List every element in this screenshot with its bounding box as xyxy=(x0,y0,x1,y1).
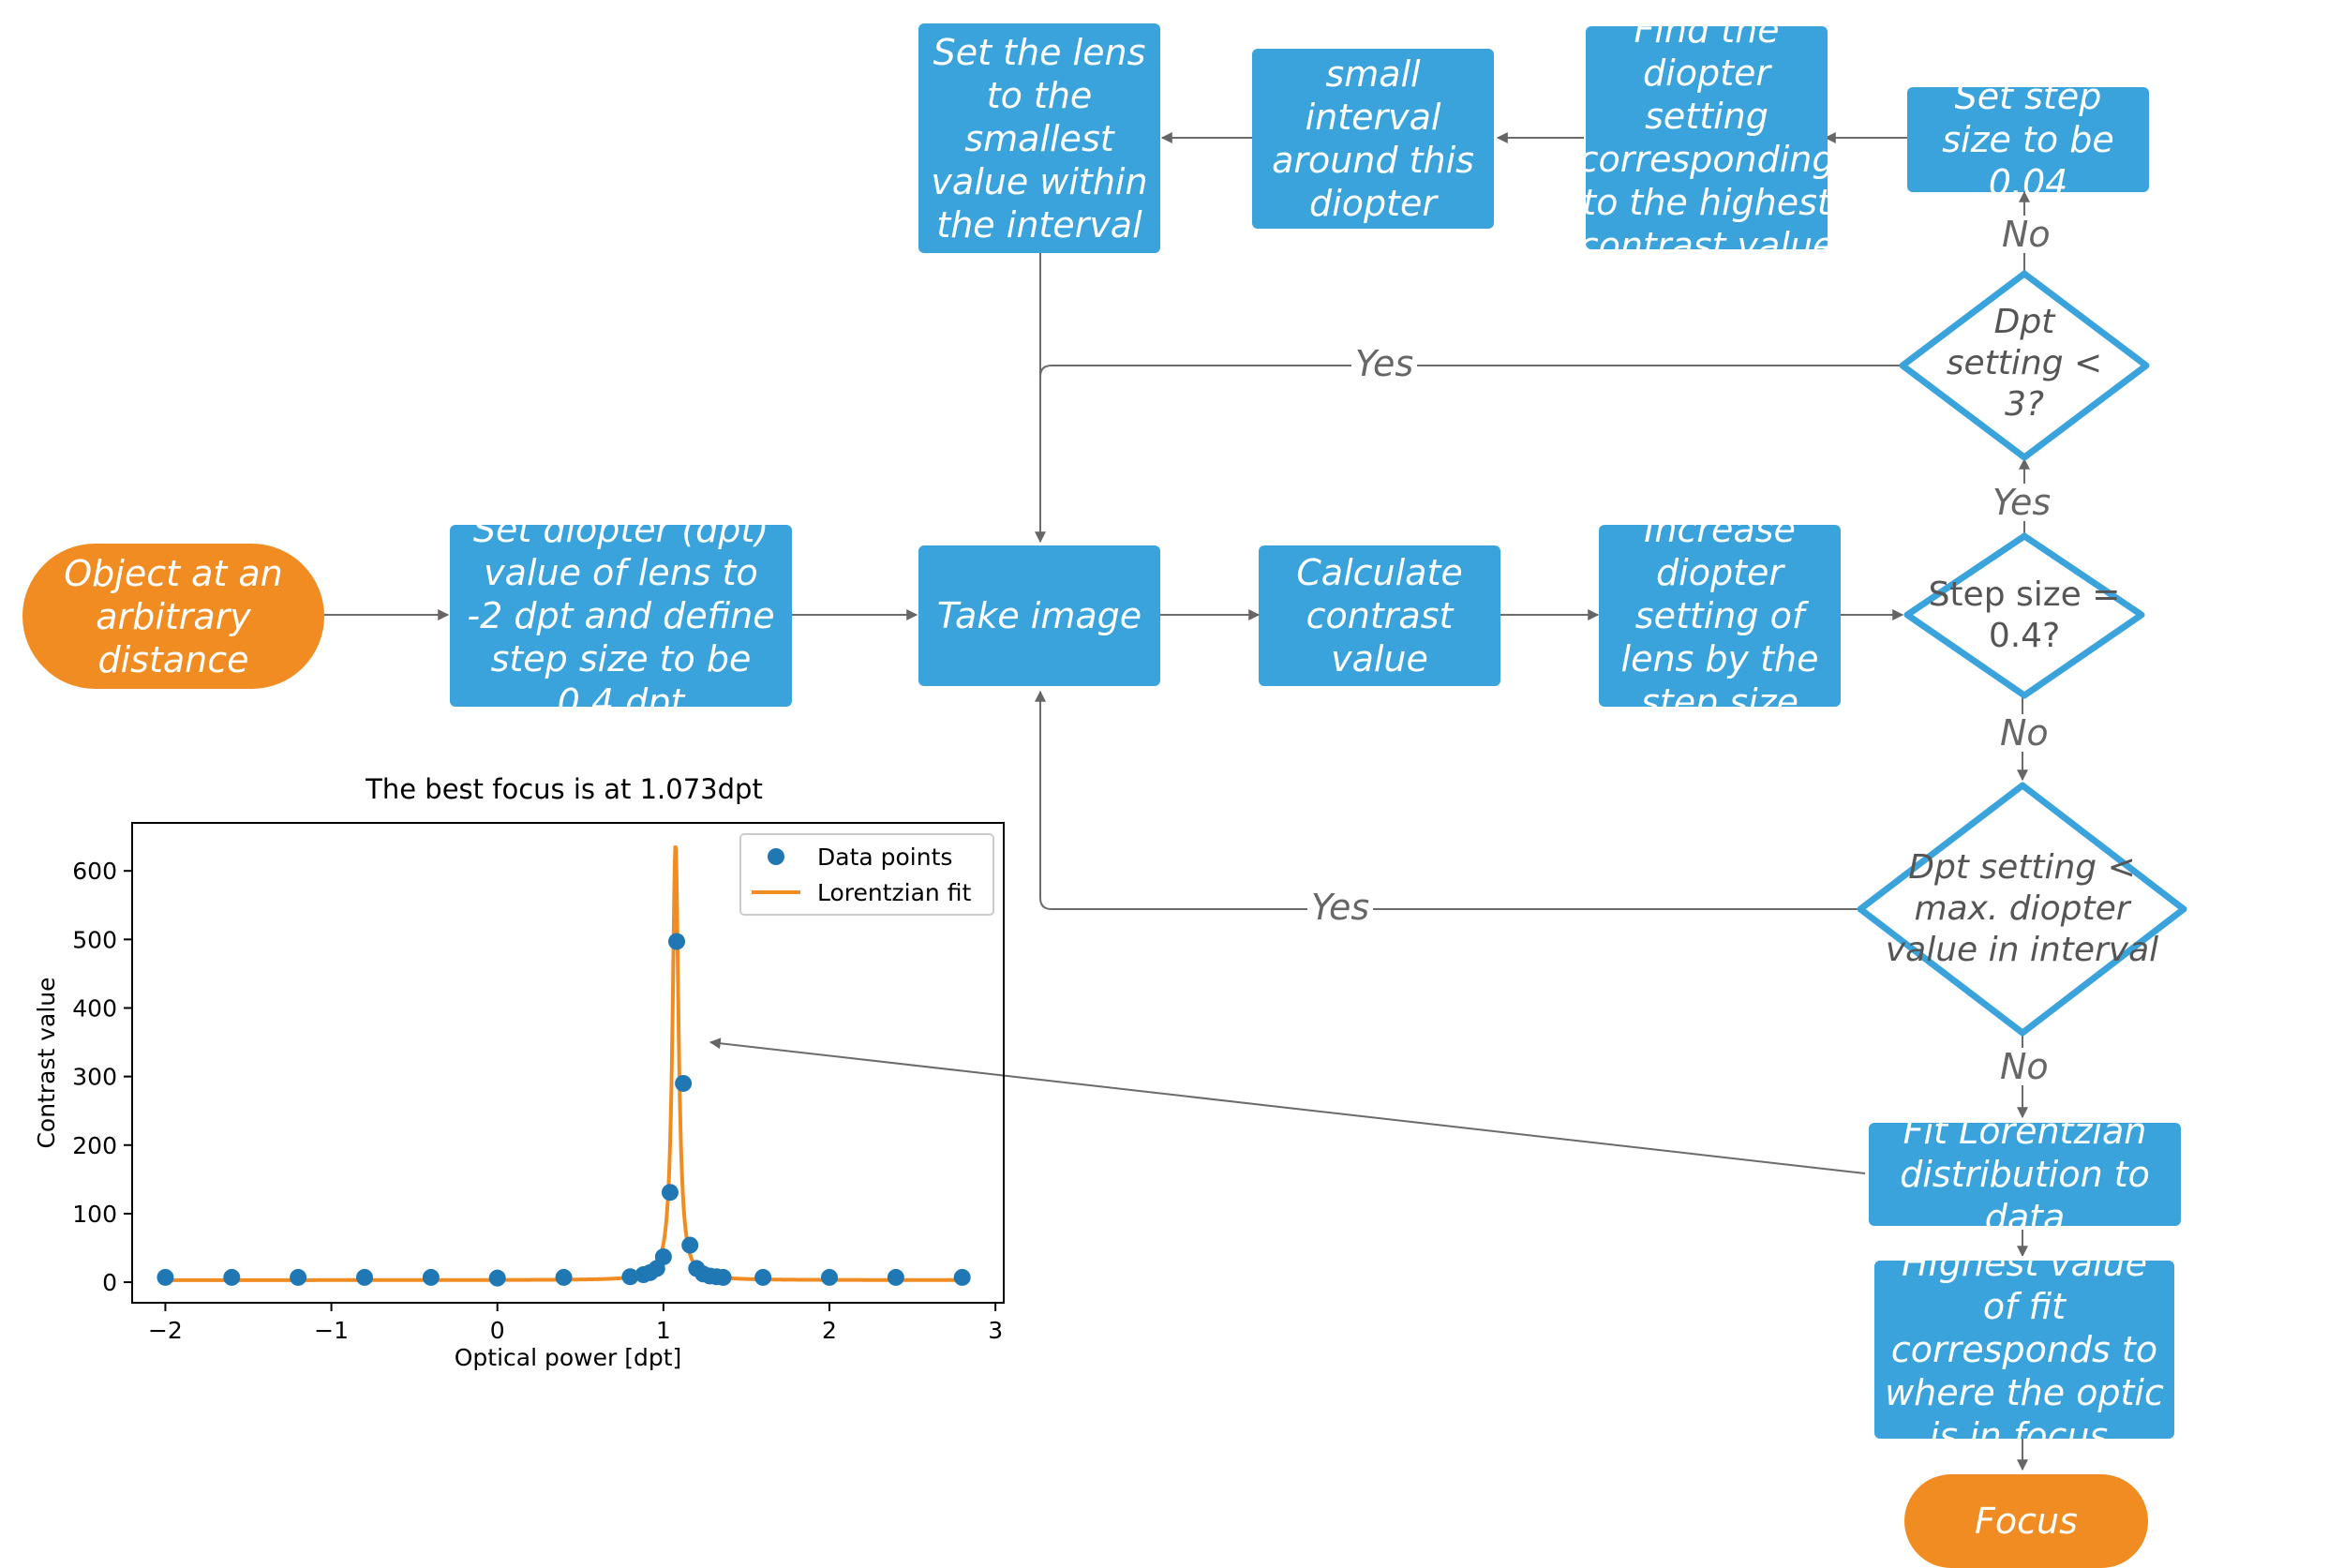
legend-label-lorentzian-fit: Lorentzian fit xyxy=(817,879,971,906)
data-point xyxy=(661,1184,679,1202)
legend-points-swatch xyxy=(768,848,784,865)
take-image-step: Take image xyxy=(918,545,1160,686)
plot-frame xyxy=(131,822,1005,1304)
data-point xyxy=(887,1268,904,1286)
data-point xyxy=(422,1268,440,1286)
decision-step-size-shape xyxy=(1903,532,2145,699)
y-tick-label: 100 xyxy=(72,1201,117,1228)
legend-box xyxy=(739,833,994,916)
fit-lorentzian-step: Fit Lorentzian distribution to data xyxy=(1869,1111,2181,1238)
decision-step-size-label: Step size = 0.4? xyxy=(1928,575,2121,655)
find-highest-step: Find the diopter setting corresponding t… xyxy=(1578,9,1835,266)
data-point xyxy=(157,1268,174,1286)
x-tick-label: −1 xyxy=(314,1317,349,1344)
y-axis-label: Contrast value xyxy=(33,977,60,1148)
data-point xyxy=(821,1268,838,1286)
edge-fit-to-chart xyxy=(709,1038,1866,1174)
decision-dpt-lt3-shape xyxy=(1899,270,2150,461)
legend-label-data-points: Data points xyxy=(817,844,952,871)
y-tick-label: 200 xyxy=(72,1132,117,1159)
data-point xyxy=(953,1268,971,1286)
increase-diopter-step: Increase diopter setting of lens by the … xyxy=(1599,509,1841,723)
edge-dptlt3-yes xyxy=(1039,365,1903,378)
define-interval-step: Define a small interval around this diop… xyxy=(1252,10,1494,267)
data-point xyxy=(714,1268,732,1286)
data-point xyxy=(290,1268,307,1286)
data-point xyxy=(681,1236,699,1254)
data-point xyxy=(675,1074,693,1092)
x-tick-label: 2 xyxy=(822,1317,837,1344)
focus-chart: The best focus is at 1.073dpt −2 −1 0 1 2 3 0 1… xyxy=(33,773,1005,1371)
data-point xyxy=(621,1268,639,1286)
set-diopter-step: Set diopter (dpt) value of lens to -2 dp… xyxy=(450,509,792,723)
start-terminal: Object at an arbitrary distance xyxy=(22,544,324,689)
data-point xyxy=(754,1268,772,1286)
x-tick-label: 1 xyxy=(656,1317,671,1344)
y-tick-label: 400 xyxy=(72,994,117,1022)
data-point xyxy=(356,1268,373,1286)
y-tick-label: 0 xyxy=(102,1269,117,1296)
edge-label-no-mid: No xyxy=(1996,714,2052,752)
x-axis-label: Optical power [dpt] xyxy=(455,1344,682,1371)
calculate-contrast-step: Calculate contrast value xyxy=(1259,545,1500,686)
chart-legend: Data points Lorentzian fit xyxy=(739,833,994,916)
decision-dpt-max-label: Dpt setting < max. diopter value in inte… xyxy=(1885,848,2159,969)
edge-label-yes-mid: Yes xyxy=(1307,889,1374,926)
edge-dptmax-yes xyxy=(1035,690,1860,910)
data-point xyxy=(654,1247,672,1265)
y-tick-label: 600 xyxy=(72,858,117,885)
data-point xyxy=(555,1268,573,1286)
decision-dpt-max-shape xyxy=(1857,782,2187,1037)
edge-label-no-top: No xyxy=(1998,216,2054,253)
highest-value-step: HIghest value of fit corresponds to wher… xyxy=(1874,1243,2174,1456)
y-tick-label: 500 xyxy=(72,926,117,953)
focus-terminal: Focus xyxy=(1904,1474,2148,1568)
edge-label-yes-top: Yes xyxy=(1351,345,1418,382)
y-tick-label: 300 xyxy=(72,1064,117,1091)
edge-label-yes-up: Yes xyxy=(1989,484,2055,521)
set-step-size-step: Set step size to be 0.04 xyxy=(1907,76,2149,203)
x-tick-label: 3 xyxy=(988,1317,1003,1344)
data-point xyxy=(488,1269,506,1287)
data-point xyxy=(668,933,686,950)
x-tick-label: −2 xyxy=(148,1317,183,1344)
x-tick-label: 0 xyxy=(490,1317,505,1344)
data-point xyxy=(223,1268,241,1286)
edge-label-no-bottom: No xyxy=(1996,1048,2052,1085)
chart-title: The best focus is at 1.073dpt xyxy=(365,773,763,805)
set-smallest-step: Set the lens to the smallest value withi… xyxy=(918,23,1160,253)
decision-dpt-lt3-label: Dpt setting < 3? xyxy=(1946,303,2103,424)
